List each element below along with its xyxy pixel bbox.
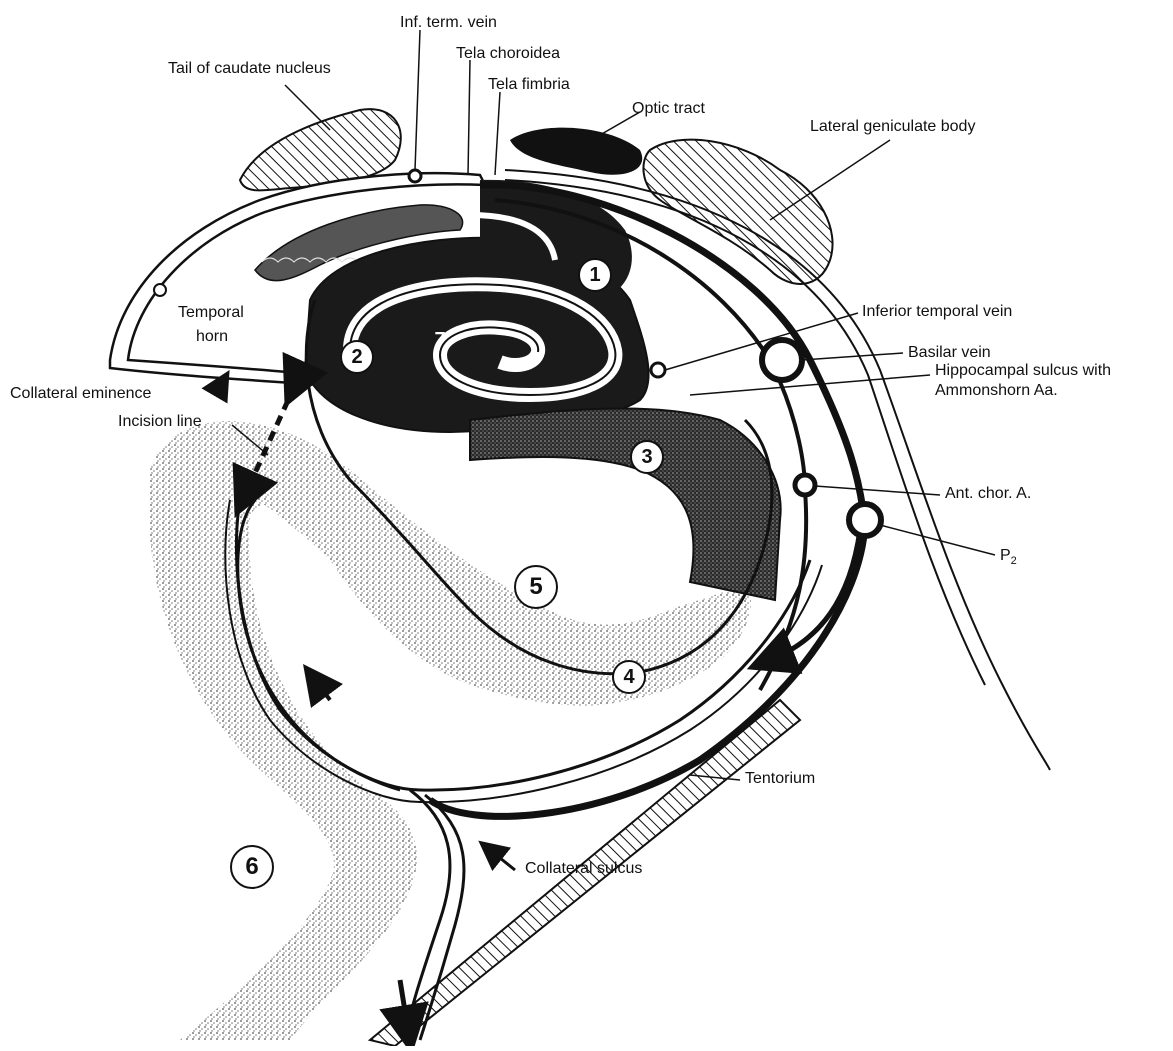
label-p2-main: P — [1000, 547, 1011, 564]
dentate-region — [470, 408, 781, 600]
label-collateral-eminence: Collateral eminence — [10, 385, 151, 403]
label-tentorium: Tentorium — [745, 770, 815, 788]
label-inferior-temporal-vein: Inferior temporal vein — [862, 303, 1012, 321]
label-tail-of-caudate: Tail of caudate nucleus — [168, 60, 331, 78]
basilar-vein-circle — [762, 340, 802, 380]
label-ant-chor-a: Ant. chor. A. — [945, 485, 1031, 503]
label-lateral-geniculate: Lateral geniculate body — [810, 118, 975, 136]
label-optic-tract: Optic tract — [632, 100, 705, 118]
region-number-5: 5 — [514, 565, 558, 609]
label-p2: P2 — [1000, 547, 1017, 570]
label-basilar-vein: Basilar vein — [908, 344, 991, 362]
region-number-3: 3 — [630, 440, 664, 474]
region-number-6: 6 — [230, 845, 274, 889]
label-tela-choroidea: Tela choroidea — [456, 45, 560, 63]
label-hippocampal-sulcus-2: Ammonshorn Aa. — [935, 382, 1058, 400]
label-temporal-horn-1: Temporal — [178, 304, 244, 322]
region-number-2: 2 — [340, 340, 374, 374]
region-number-7: 7 — [425, 325, 455, 355]
ant-chor-circle — [795, 475, 815, 495]
region-number-4: 4 — [612, 660, 646, 694]
label-collateral-sulcus: Collateral sulcus — [525, 860, 642, 878]
optic-tract-shape — [510, 128, 642, 175]
p2-circle — [849, 504, 881, 536]
label-inf-term-vein: Inf. term. vein — [400, 14, 497, 32]
label-p2-sub: 2 — [1011, 555, 1017, 567]
label-hippocampal-sulcus-1: Hippocampal sulcus with — [935, 362, 1111, 380]
region-number-1: 1 — [578, 258, 612, 292]
label-incision-line: Incision line — [118, 413, 202, 431]
label-temporal-horn-2: horn — [196, 328, 228, 346]
label-tela-fimbria: Tela fimbria — [488, 76, 570, 94]
